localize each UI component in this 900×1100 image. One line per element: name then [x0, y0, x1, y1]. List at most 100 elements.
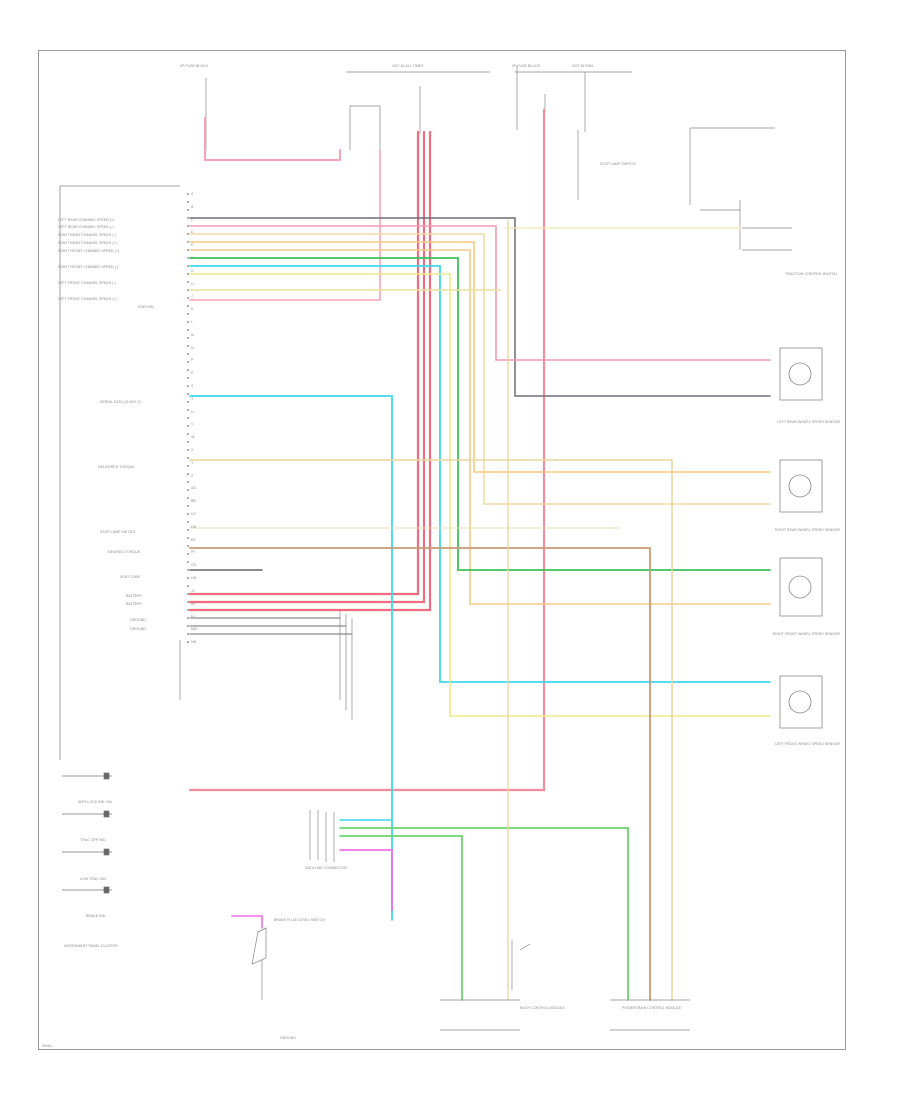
- pin-dot: [187, 449, 189, 451]
- pin-dot: [187, 601, 189, 603]
- fuse-block-left-label: I/P FUSE BLOCK: [180, 64, 209, 68]
- lr-wheel-label: LEFT REAR WHEEL SPEED SENSOR: [777, 420, 840, 424]
- battery-label-2: BATTERY: [126, 602, 143, 606]
- pin-dot: [187, 513, 189, 515]
- pin-dot: [187, 577, 189, 579]
- ebcm-module-outline: [59, 185, 180, 760]
- cavity-letter: G: [191, 268, 194, 273]
- wire-orange-rf: [189, 249, 771, 605]
- wire-red-long: [188, 108, 546, 792]
- pin-dot: [187, 257, 189, 259]
- pin-dot: [187, 305, 189, 307]
- cavity-letter: B: [191, 204, 194, 209]
- pin-dot: [187, 377, 189, 379]
- cavity-letter: HH: [191, 576, 197, 580]
- cluster-line-2-bulb: [103, 810, 110, 818]
- data-link-label: DATA LINK CONNECTOR: [305, 866, 347, 870]
- cavity-letter: Y: [191, 460, 194, 465]
- battery-label-1: BATTERY: [126, 594, 143, 598]
- pin-dot: [187, 241, 189, 243]
- footer-code: 99461: [42, 1044, 52, 1048]
- top-fuse-region: [205, 66, 792, 251]
- pin-dot: [187, 369, 189, 371]
- cavity-letter: NN: [191, 640, 197, 644]
- cavity-letter: GG: [191, 563, 197, 568]
- lower-components: [179, 610, 690, 1031]
- pin-dot: [187, 353, 189, 355]
- pin-dot: [187, 249, 189, 251]
- pin-dot: [187, 337, 189, 339]
- rr-wheel-label: RIGHT REAR WHEEL SPEED SENSOR: [774, 528, 840, 532]
- right-front-speed-plus-label: RIGHT FRONT CHANNEL SPEED (+): [58, 249, 120, 253]
- cavity-letter: P: [191, 358, 194, 363]
- ground-label-2: GROUND: [130, 627, 146, 631]
- pin-dot: [187, 633, 189, 635]
- pin-dot: [187, 329, 189, 331]
- cluster-item-brake: BRAKE IND.: [86, 914, 107, 918]
- wire-pink-lr: [189, 225, 771, 361]
- pin-dot: [187, 473, 189, 475]
- wire-green-bcm: [339, 835, 463, 1001]
- pin-dot: [187, 497, 189, 499]
- stop-lamp-sw-label: STOP LAMP SW OUT: [100, 530, 136, 534]
- cavity-letter: DD: [191, 524, 197, 529]
- cavity-letter: M: [191, 332, 194, 337]
- wire-pink-ignition: [189, 149, 381, 301]
- pin-dot: [187, 425, 189, 427]
- cavity-letter: AA: [191, 486, 196, 491]
- lr-wheel-sensor: [779, 347, 823, 401]
- pin-dot: [187, 593, 189, 595]
- right-rear-speed-minus-label: RIGHT REAR CHANNEL SPEED (-): [58, 233, 116, 237]
- pin-dot: [187, 529, 189, 531]
- cavity-letter: K: [191, 307, 194, 312]
- pin-dot: [187, 193, 189, 195]
- cluster-indicator-lines: [62, 772, 112, 894]
- pin-dot: [187, 313, 189, 315]
- delivered-torque-label: DELIVERED TORQUE: [98, 465, 135, 469]
- pin-dot: [187, 609, 189, 611]
- ignition-label: IGNITION: [138, 305, 154, 309]
- pin-dot: [187, 521, 189, 523]
- right-rear-speed-plus-label: RIGHT REAR CHANNEL SPEED (+): [58, 241, 117, 245]
- diagram-frame: [38, 50, 846, 1050]
- cavity-letter: V: [191, 422, 194, 427]
- wire-cyan-serial: [189, 395, 393, 921]
- left-front-speed-minus-label: LEFT FRONT CHANNEL SPEED (-): [58, 281, 116, 285]
- cavity-letter: E: [191, 243, 194, 248]
- cavity-letter: R: [191, 371, 194, 376]
- cavity-letter: CC: [191, 512, 197, 516]
- pin-dot: [187, 281, 189, 283]
- desired-torque-label: DESIRED TORQUE: [108, 550, 141, 554]
- pin-dot: [187, 625, 189, 627]
- pin-dot: [187, 385, 189, 387]
- wire-cyan-lf: [189, 265, 771, 683]
- cluster-title: INSTRUMENT PANEL CLUSTER: [64, 944, 118, 948]
- pin-dot: [187, 289, 189, 291]
- pin-dot: [187, 465, 189, 467]
- cluster-line-3-bulb: [103, 848, 110, 856]
- wire-magenta-brake: [339, 849, 393, 911]
- pin-dot: [187, 225, 189, 227]
- cavity-letter: S: [191, 384, 194, 388]
- cavity-letter: MM: [191, 627, 197, 632]
- cavity-letter: LL: [191, 614, 195, 619]
- lf-wheel-sensor: [779, 675, 823, 729]
- vent-tube-label: VENT TUBE: [120, 575, 141, 579]
- cavity-letter: H: [191, 281, 194, 286]
- traction-switch-label: TRACTION CONTROL SWITCH: [785, 272, 837, 276]
- cavity-letter: EE: [191, 537, 196, 542]
- cavity-letter: FF: [191, 550, 196, 555]
- cavity-letter: T: [191, 396, 194, 401]
- cavity-letter: D: [191, 230, 194, 235]
- pin-dot: [187, 489, 189, 491]
- cavity-letter: N: [191, 345, 194, 350]
- pin-dot: [187, 553, 189, 555]
- pin-dot: [187, 409, 189, 411]
- wire-green-pcm: [339, 827, 629, 1001]
- pin-dot: [187, 201, 189, 203]
- pin-dot: [187, 617, 189, 619]
- hot-in-run-label: HOT IN RUN: [572, 64, 593, 68]
- pcm-label: POWERTRAIN CONTROL MODULE: [622, 1006, 682, 1010]
- pin-dot: [187, 393, 189, 395]
- pin-dot: [187, 401, 189, 403]
